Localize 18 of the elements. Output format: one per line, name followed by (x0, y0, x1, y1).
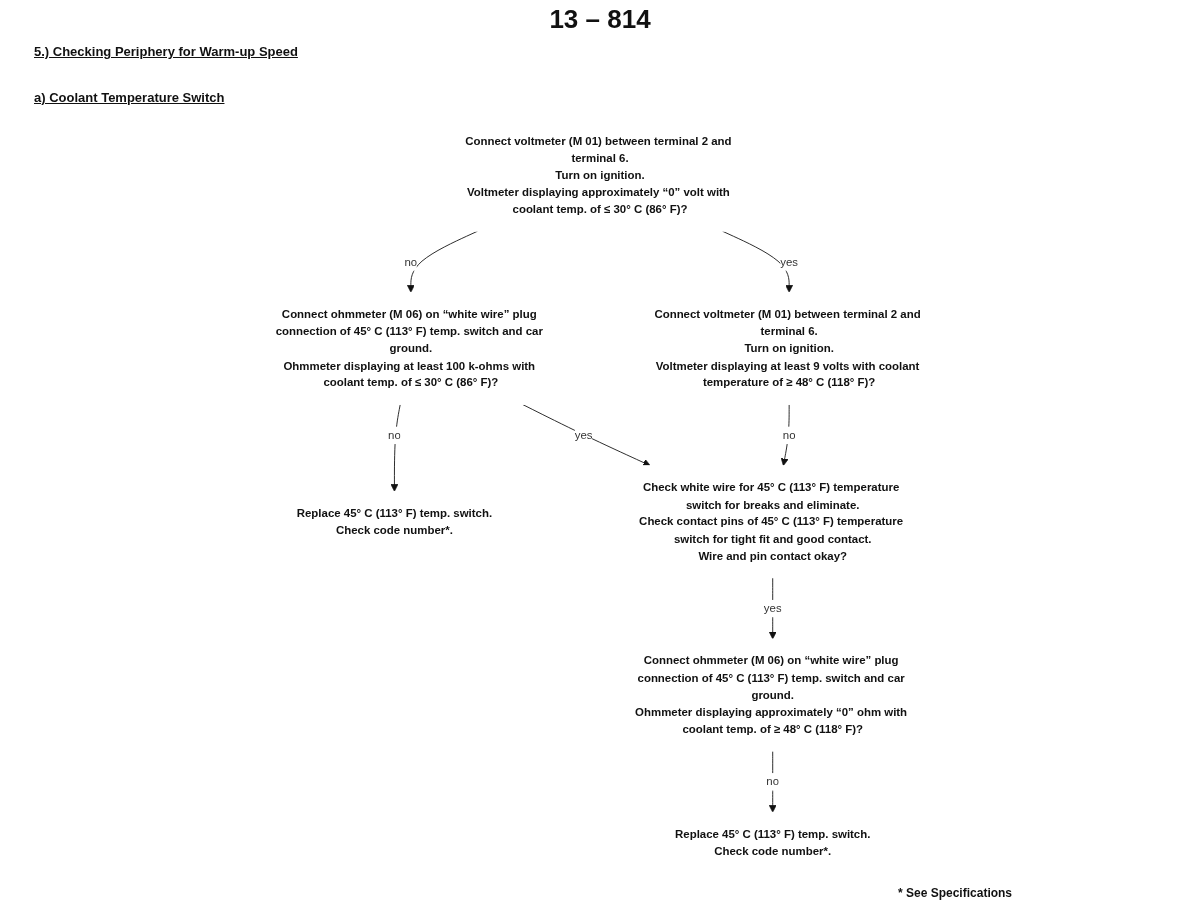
subsection-heading: a) Coolant Temperature Switch (34, 90, 225, 105)
node-text: Connect ohmmeter (M 06) on “white wire” plug connection of 45° C (113° F) temp. switch and car ground. Ohmmeter displaying approximately “0” ohm with coolant temp. of ≥ 48° C (118° F)? (635, 653, 908, 736)
node-text: Replace 45° C (113° F) temp. switch. Check code number*. (675, 827, 871, 858)
node-text: Connect voltmeter (M 01) between terminal 2 and terminal 6. Turn on ignition. Voltmeter displaying approximately “0” volt with coolant temp. of ≤ 30° C (86° F)? (465, 133, 732, 216)
edge-label: yes (763, 601, 782, 615)
page-number: 13 – 814 (548, 4, 652, 35)
edge-label: no (404, 254, 418, 269)
node-text: Replace 45° C (113° F) temp. switch. Check code number*. (296, 506, 493, 537)
edge-label: no (782, 428, 796, 442)
edge-label: yes (574, 428, 593, 442)
edge-label: yes (780, 254, 799, 269)
node-text: Connect ohmmeter (M 06) on “white wire” plug connection of 45° C (113° F) temp. switch and car ground. Ohmmeter displaying at least 100 k-ohms with coolant temp. of ≤ 30° C (86° F)? (275, 307, 543, 390)
edge-label: no (766, 774, 780, 789)
section-heading: 5.) Checking Periphery for Warm-up Speed (34, 44, 298, 59)
footnote: * See Specifications (898, 886, 1013, 900)
node-text: Connect voltmeter (M 01) between terminal 2 and terminal 6. Turn on ignition. Voltmeter displaying at least 9 volts with coolant temperature of ≥ 48° C (118° F)? (654, 307, 921, 390)
node-text: Check white wire for 45° C (113° F) temperature switch for breaks and eliminate. Check contact pins of 45° C (113° F) temperature switch for tight fit and good contact. Wire and pin contact okay? (639, 480, 904, 563)
edge-label: no (388, 428, 401, 442)
